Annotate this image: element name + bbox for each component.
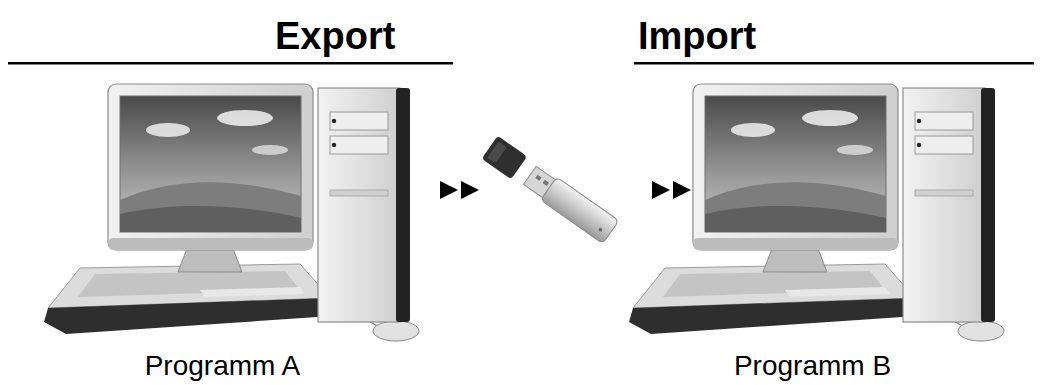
computer-node: Programm A <box>30 90 415 385</box>
program-name: Programm B <box>734 350 891 382</box>
computer-illustration <box>44 84 419 341</box>
computer-illustration <box>629 84 1004 341</box>
heading-rule <box>634 62 1034 65</box>
computer-node: Programm B <box>620 90 1005 385</box>
heading-rule <box>8 62 453 65</box>
section-heading: Import <box>638 14 756 58</box>
program-name: Programm A <box>145 350 301 382</box>
usb-stick <box>482 136 619 244</box>
section-heading: Export <box>275 14 395 58</box>
